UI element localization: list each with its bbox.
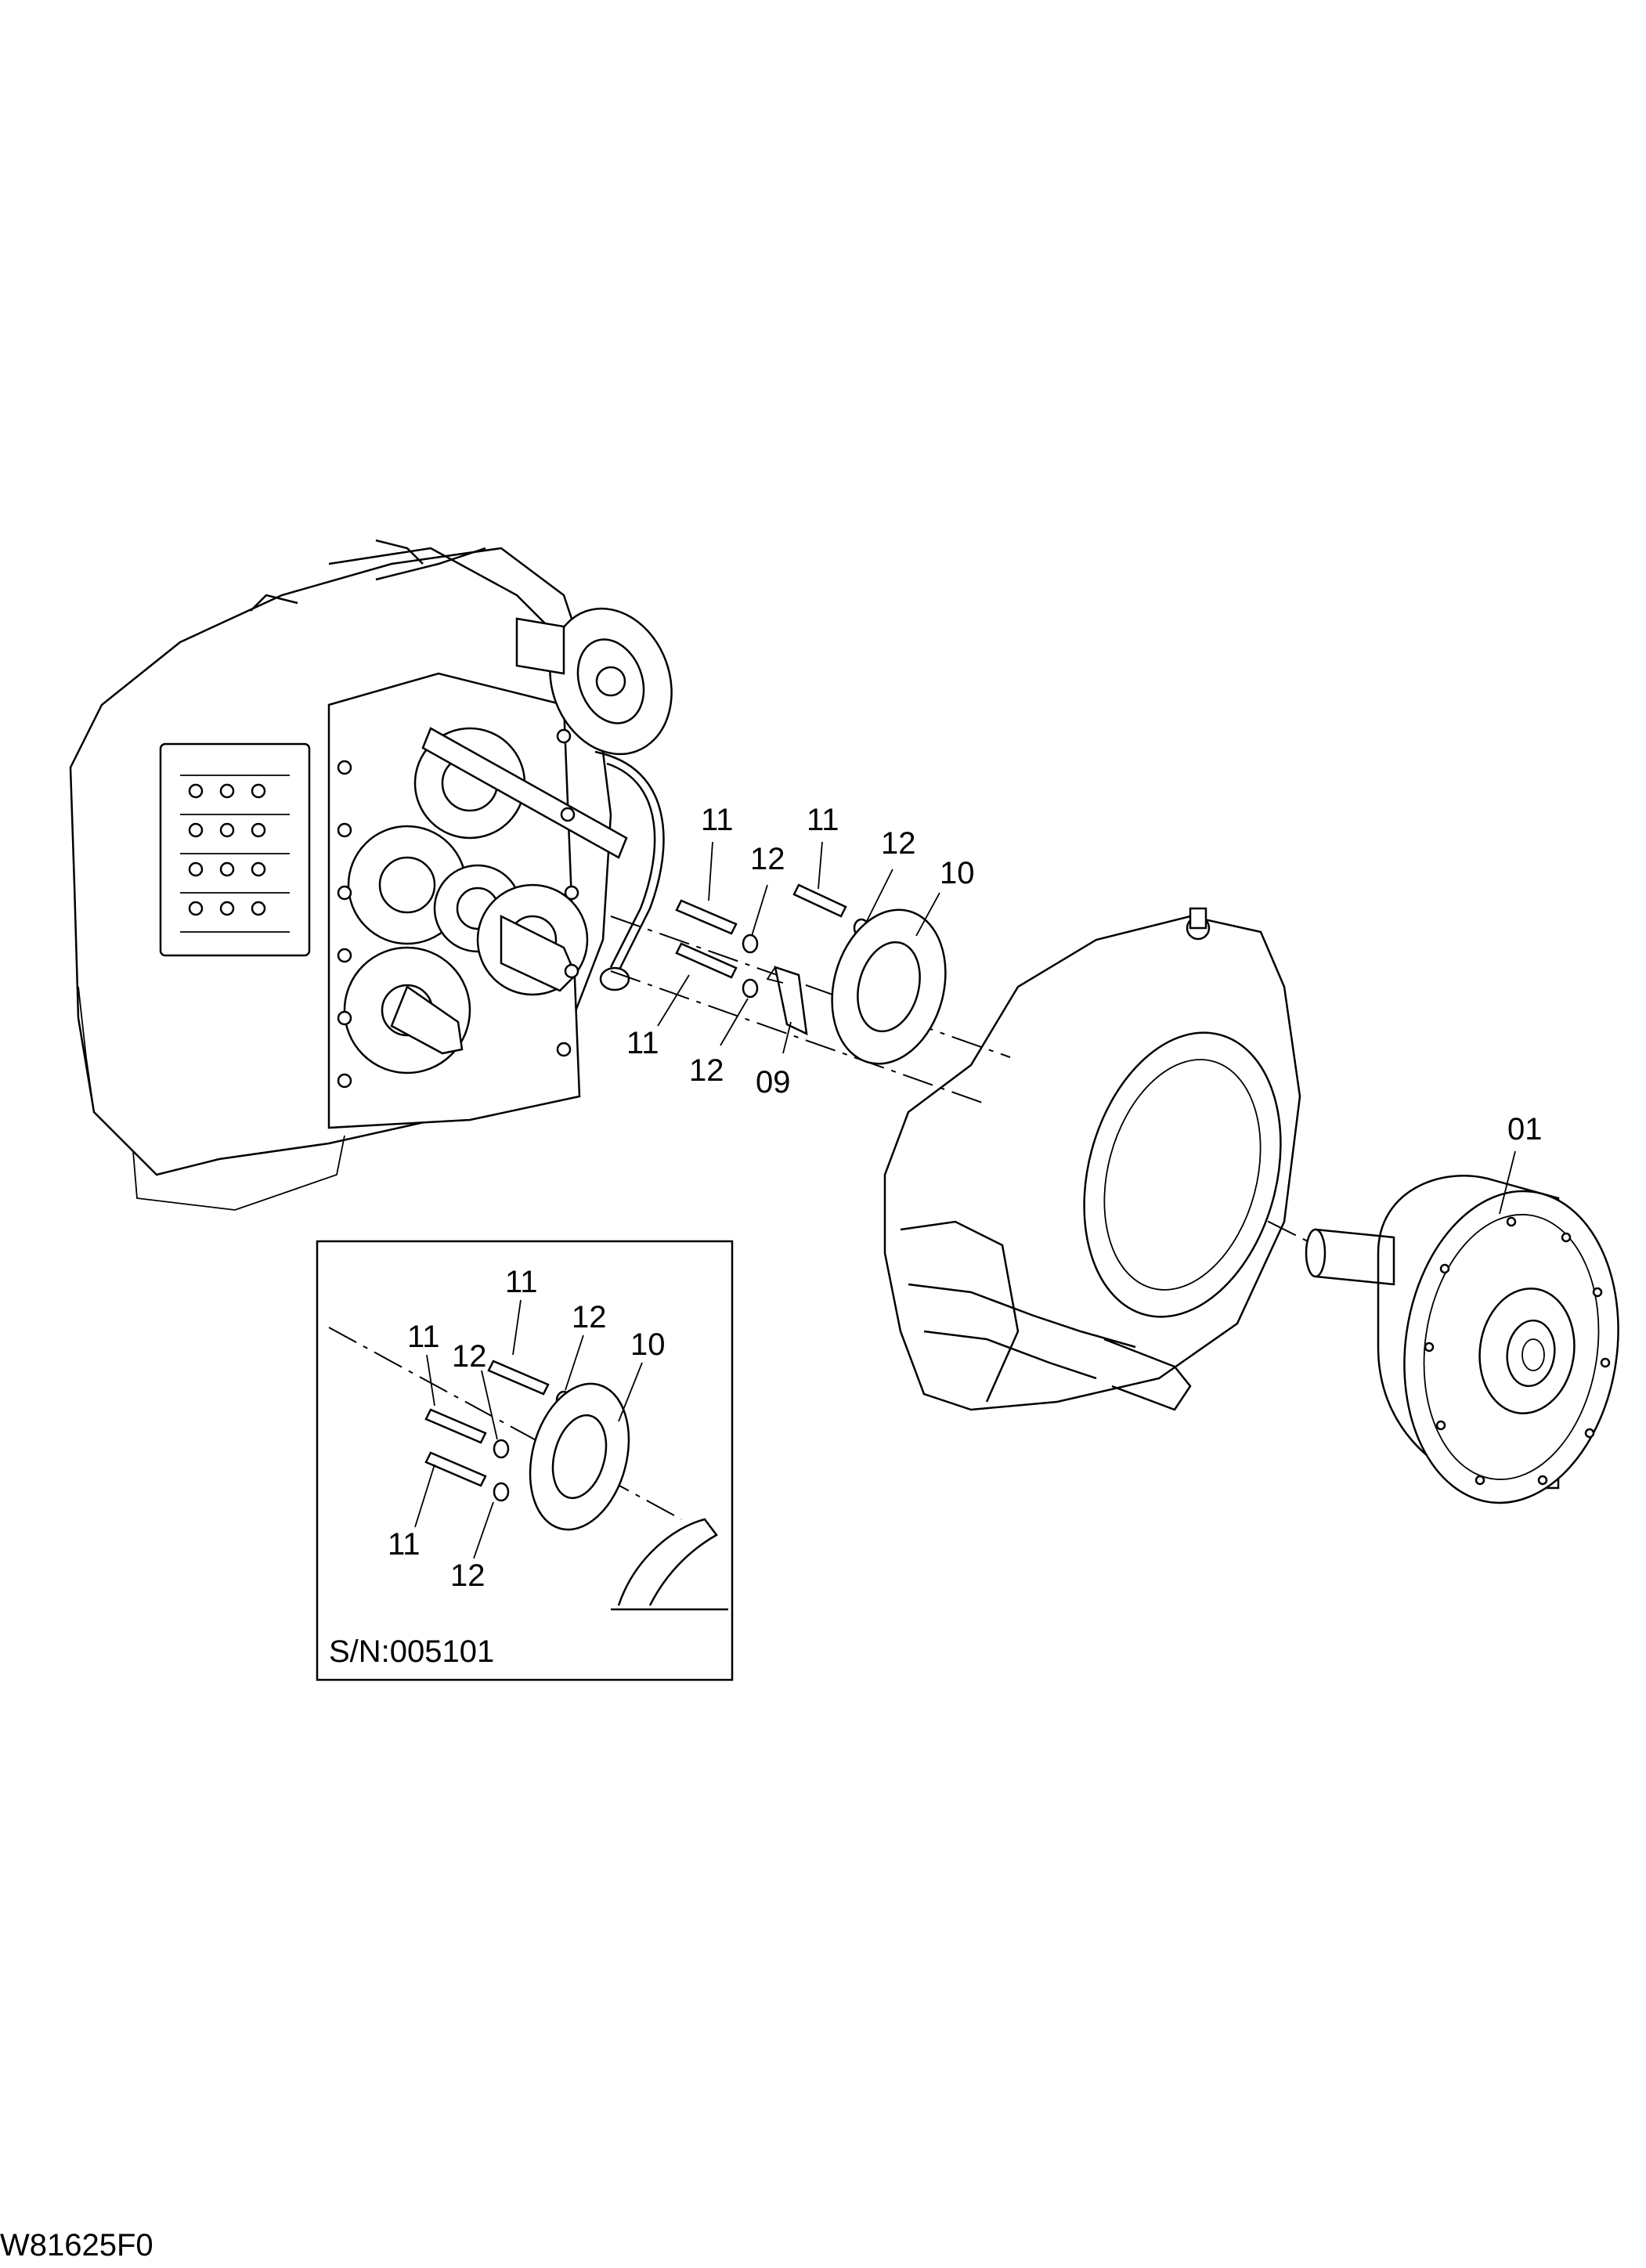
inset-callout-11: 11 [388,1527,421,1562]
callout-11: 11 [626,1026,659,1060]
main-callouts: 11 12 11 12 10 11 12 09 01 [626,803,1543,1147]
callout-09: 09 [756,1065,791,1100]
callout-12: 12 [750,842,785,876]
washer-12 [742,978,759,999]
figure-code: W81625F0 [0,2228,153,2263]
inset-callout-12: 12 [452,1339,487,1374]
callout-11: 11 [701,803,734,837]
bolt-11 [675,942,738,979]
bracket-09 [774,966,808,1036]
serial-number-label: S/N:005101 [329,1634,494,1669]
callout-01: 01 [1507,1112,1543,1147]
exploded-hardware [610,883,1332,1254]
bolt-11 [675,899,738,935]
transmission-assembly [69,539,673,1211]
inset-callout-11: 11 [505,1265,538,1299]
callout-10: 10 [940,856,975,890]
washer-12 [742,934,759,954]
inset-detail: 11 12 11 12 10 11 12 S/N:005101 [316,1240,734,1681]
callout-12: 12 [689,1053,724,1088]
inset-callout-12: 12 [572,1300,607,1334]
torque-converter-01 [1305,1175,1619,1504]
main-leaders [657,841,1516,1215]
inset-callout-10: 10 [630,1327,666,1362]
converter-housing [883,907,1301,1411]
callout-11: 11 [807,803,839,837]
inset-callout-12: 12 [450,1558,485,1593]
bolt-11 [792,883,847,918]
callout-12: 12 [881,826,916,861]
inset-callout-11: 11 [407,1320,440,1354]
